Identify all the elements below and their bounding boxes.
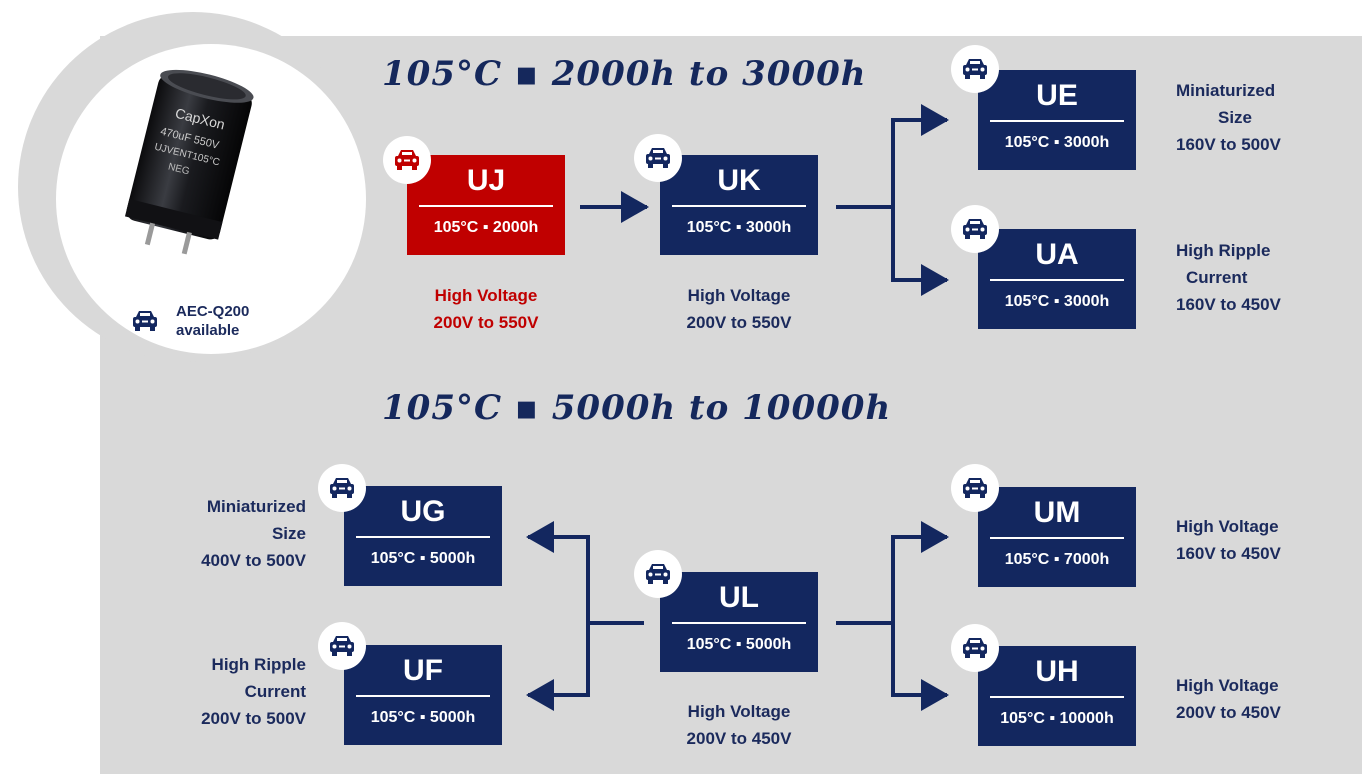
description-line: 200V to 550V <box>686 313 792 332</box>
heading-top: 105°C ▪ 2000h to 3000h <box>382 54 867 94</box>
description-ug: Miniaturized Size 400V to 500V <box>150 493 306 574</box>
series-spec: 105°C ▪ 3000h <box>1004 293 1110 310</box>
capacitor-image: CapXon 470uF 550V UJVENT105°C NEG <box>124 69 254 255</box>
description-line: High Voltage <box>434 286 538 305</box>
series-box-ul: UL 105°C ▪ 5000h <box>660 572 818 672</box>
series-code: UL <box>719 581 759 614</box>
box-divider <box>672 205 806 207</box>
series-code: UH <box>1035 655 1079 688</box>
series-box-ua: UA 105°C ▪ 3000h <box>978 229 1136 329</box>
capacitor-neg-text: NEG <box>167 162 191 178</box>
car-front-icon <box>646 564 670 584</box>
description-line: Current <box>244 682 306 701</box>
series-spec: 105°C ▪ 5000h <box>686 636 792 653</box>
box-divider <box>990 120 1124 122</box>
box-divider <box>990 279 1124 281</box>
series-code: UJ <box>466 164 506 197</box>
description-line: Size <box>1218 108 1253 127</box>
box-divider <box>672 622 806 624</box>
description-line: 200V to 450V <box>1176 703 1281 722</box>
box-divider <box>356 695 490 697</box>
series-code: UE <box>1036 79 1078 112</box>
car-badge-uf <box>318 622 366 670</box>
description-line: Miniaturized <box>206 497 306 516</box>
description-line: High Voltage <box>1176 676 1279 695</box>
series-code: UA <box>1035 238 1079 271</box>
aec-label: AEC-Q200 <box>176 303 250 320</box>
car-badge-uk <box>634 134 682 182</box>
description-um: High Voltage 160V to 450V <box>1176 513 1326 567</box>
series-spec: 105°C ▪ 3000h <box>686 219 792 236</box>
car-badge-ug <box>318 464 366 512</box>
box-divider <box>990 537 1124 539</box>
car-badge-uh <box>951 624 999 672</box>
car-front-icon <box>395 150 419 170</box>
description-uk: High Voltage 200V to 550V <box>645 282 833 336</box>
series-box-um: UM 105°C ▪ 7000h <box>978 487 1136 587</box>
box-divider <box>356 536 490 538</box>
description-uj: High Voltage 200V to 550V <box>392 282 580 336</box>
description-line: 160V to 450V <box>1176 544 1281 563</box>
description-line: 160V to 500V <box>1176 135 1281 154</box>
description-line: 200V to 500V <box>201 709 306 728</box>
box-divider <box>990 696 1124 698</box>
series-code: UG <box>400 495 446 528</box>
car-front-icon <box>646 148 670 168</box>
series-box-uf: UF 105°C ▪ 5000h <box>344 645 502 745</box>
series-box-uj: UJ 105°C ▪ 2000h <box>407 155 565 255</box>
description-line: 200V to 450V <box>686 729 792 748</box>
car-badge-ua <box>951 205 999 253</box>
series-code: UF <box>403 654 443 687</box>
description-line: 160V to 450V <box>1176 295 1281 314</box>
series-spec: 105°C ▪ 5000h <box>370 550 476 567</box>
description-uf: High Ripple Current 200V to 500V <box>150 651 306 732</box>
description-line: High Voltage <box>687 286 791 305</box>
series-spec: 105°C ▪ 3000h <box>1004 134 1110 151</box>
series-spec: 105°C ▪ 7000h <box>1004 551 1110 568</box>
series-spec: 105°C ▪ 5000h <box>370 709 476 726</box>
car-front-icon <box>133 311 157 331</box>
car-front-icon <box>963 478 987 498</box>
description-line: 200V to 550V <box>433 313 539 332</box>
car-badge-uj <box>383 136 431 184</box>
car-front-icon <box>963 219 987 239</box>
box-divider <box>419 205 553 207</box>
description-line: High Voltage <box>1176 517 1279 536</box>
series-code: UK <box>717 164 761 197</box>
description-ua: High Ripple Current 160V to 450V <box>1176 237 1326 318</box>
series-spec: 105°C ▪ 2000h <box>433 219 539 236</box>
description-line: High Ripple <box>211 655 306 674</box>
description-ul: High Voltage 200V to 450V <box>645 698 833 752</box>
series-box-ug: UG 105°C ▪ 5000h <box>344 486 502 586</box>
car-badge-ul <box>634 550 682 598</box>
series-code: UM <box>1033 496 1081 529</box>
series-box-uh: UH 105°C ▪ 10000h <box>978 646 1136 746</box>
series-box-uk: UK 105°C ▪ 3000h <box>660 155 818 255</box>
car-front-icon <box>330 478 354 498</box>
aec-available-label: available <box>176 322 240 339</box>
series-spec: 105°C ▪ 10000h <box>1000 710 1114 727</box>
description-line: Miniaturized <box>1176 81 1276 100</box>
description-ue: Miniaturized Size 160V to 500V <box>1176 77 1326 158</box>
series-box-ue: UE 105°C ▪ 3000h <box>978 70 1136 170</box>
car-front-icon <box>963 638 987 658</box>
description-line: High Voltage <box>687 702 791 721</box>
car-front-icon <box>330 636 354 656</box>
description-uh: High Voltage 200V to 450V <box>1176 672 1326 726</box>
car-badge-um <box>951 464 999 512</box>
description-line: Size <box>271 524 306 543</box>
car-badge-ue <box>951 45 999 93</box>
description-line: Current <box>1186 268 1248 287</box>
heading-bottom: 105°C ▪ 5000h to 10000h <box>382 388 892 428</box>
car-front-icon <box>963 59 987 79</box>
description-line: 400V to 500V <box>201 551 306 570</box>
description-line: High Ripple <box>1176 241 1271 260</box>
